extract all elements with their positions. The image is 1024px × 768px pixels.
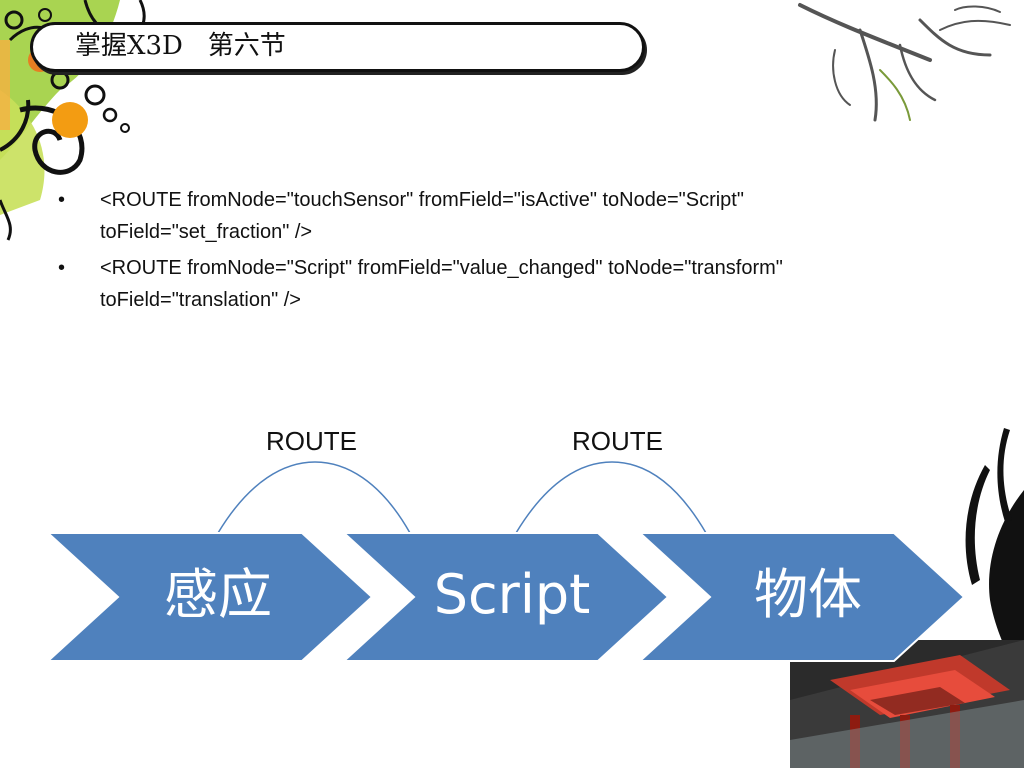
- bullet-text: <ROUTE fromNode="touchSensor" fromField=…: [100, 189, 744, 243]
- title-frame: [30, 22, 645, 72]
- route-arc-1: [217, 461, 411, 534]
- chevron-step-3: [637, 532, 966, 662]
- step-label-object: 物体: [754, 563, 862, 626]
- pavilion-art-bottom-right: [790, 640, 1024, 768]
- step-label-script: Script: [433, 563, 591, 626]
- chevron-step-1: [45, 532, 374, 662]
- route-arc-2: [515, 461, 707, 534]
- bullet-list: • <ROUTE fromNode="touchSensor" fromFiel…: [52, 184, 932, 320]
- route-label-2: ROUTE: [572, 426, 663, 456]
- list-item: • <ROUTE fromNode="Script" fromField="va…: [52, 252, 932, 316]
- chevron-step-2: [341, 532, 670, 662]
- list-item: • <ROUTE fromNode="touchSensor" fromFiel…: [52, 184, 932, 248]
- bullet-marker: •: [58, 257, 66, 279]
- route-label-1: ROUTE: [266, 426, 357, 456]
- bullet-marker: •: [58, 189, 66, 211]
- bullet-text: <ROUTE fromNode="Script" fromField="valu…: [100, 257, 783, 311]
- branch-art-top-right: [798, 3, 1011, 122]
- step-label-sense: 感应: [164, 563, 272, 626]
- page-title: 掌握X3D 第六节: [75, 31, 286, 61]
